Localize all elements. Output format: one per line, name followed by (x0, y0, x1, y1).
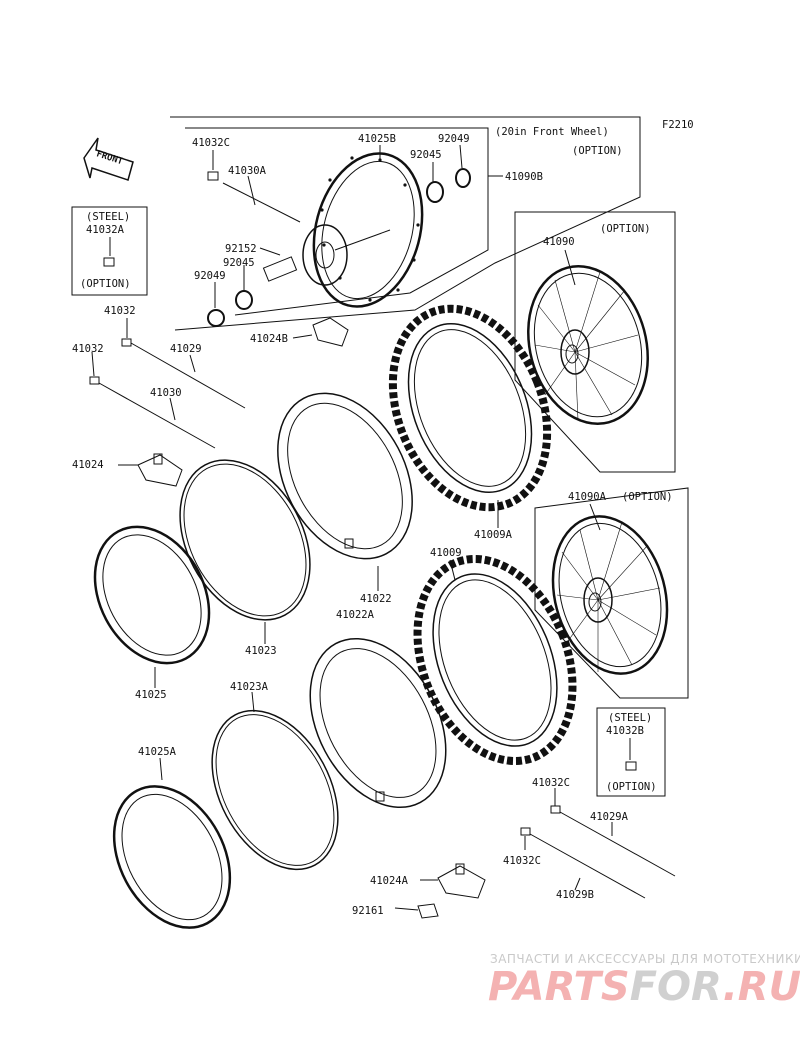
tube-41022-icon (277, 392, 413, 560)
part-label: 41024A (370, 875, 409, 887)
option-41090-part: 41090 (543, 236, 575, 248)
rim-band-41023-icon (179, 459, 311, 621)
tire-41009-icon (413, 554, 577, 766)
watermark: ЗАПЧАСТИ И АКСЕССУАРЫ ДЛЯ МОТОТЕХНИКИ PA… (488, 952, 800, 1010)
part-label: 41023 (245, 645, 277, 657)
part-label: 41032C (192, 137, 230, 149)
watermark-brand-b: FOR (630, 964, 723, 1010)
tire-41009a-icon (388, 304, 552, 512)
nipple-icon (103, 257, 115, 267)
steel-right-box: (STEEL) 41032B (OPTION) (596, 707, 666, 797)
group-20in-line1: (20in Front Wheel) (495, 126, 609, 138)
rim-lock-41024-icon (137, 453, 183, 487)
part-label: 41023A (230, 681, 269, 693)
option-41090a-part: 41090A (568, 491, 607, 503)
part-label: 41022A (336, 609, 375, 621)
part-label: 41032C (532, 777, 570, 789)
part-label: 41029A (590, 811, 629, 823)
part-label: 41032 (72, 343, 104, 355)
part-label: 92049 (438, 133, 470, 145)
rim-41025-icon (93, 525, 211, 665)
spoked-wheel-41090-icon (527, 265, 649, 425)
rim-lock-41024a-icon (437, 863, 486, 899)
part-label: 41030A (228, 165, 267, 177)
part-label: 41029B (556, 889, 594, 901)
part-label: 92161 (352, 905, 384, 917)
watermark-brand-a: PARTS (488, 964, 630, 1010)
part-label: 41025A (138, 746, 177, 758)
steel-left-title: (STEEL) (86, 211, 130, 223)
leader-lines (91, 144, 613, 911)
option-41090a-box: 41090A (OPTION) (534, 487, 689, 699)
part-label: 41029 (170, 343, 202, 355)
watermark-tagline: ЗАПЧАСТИ И АКСЕССУАРЫ ДЛЯ МОТОТЕХНИКИ (490, 952, 800, 966)
nipple-icon (625, 761, 637, 771)
group-20in-line2: (OPTION) (572, 145, 623, 157)
watermark-brand-c: .RU (723, 964, 800, 1010)
rim-41025a-icon (112, 785, 232, 929)
steel-left-part: 41032A (86, 224, 125, 236)
pad-92161-icon (417, 903, 439, 919)
figure-code: F2210 (662, 119, 694, 131)
part-label: 41022 (360, 593, 392, 605)
front-arrow-label: FRONT (95, 149, 124, 167)
part-label: 41009 (430, 547, 462, 559)
steel-left-option: (OPTION) (80, 278, 131, 290)
tube-41022a-icon (309, 637, 447, 809)
part-label: 92152 (225, 243, 257, 255)
steel-left-box: (STEEL) 41032A (OPTION) (71, 206, 148, 296)
spokes-left-icon (89, 338, 246, 449)
steel-right-option: (OPTION) (606, 781, 657, 793)
part-label: 41030 (150, 387, 182, 399)
part-label: 92049 (194, 270, 226, 282)
part-label: 92045 (410, 149, 442, 161)
option-41090-option: (OPTION) (600, 223, 651, 235)
option-41090a-option: (OPTION) (622, 491, 673, 503)
steel-right-title: (STEEL) (608, 712, 652, 724)
part-label: 41032 (104, 305, 136, 317)
part-label: 92045 (223, 257, 255, 269)
part-label: 41025B (358, 133, 396, 145)
option-41090-box: (OPTION) 41090 (514, 211, 676, 473)
part-label: 41032C (503, 855, 541, 867)
part-label: 41025 (135, 689, 167, 701)
part-label: 41090B (505, 171, 543, 183)
steel-right-part: 41032B (606, 725, 644, 737)
hub-assembly-20in-icon (207, 152, 471, 347)
spoked-wheel-41090a-icon (551, 515, 669, 675)
part-label: 41024 (72, 459, 104, 471)
watermark-logo: PARTSFOR.RU (488, 964, 800, 1010)
part-label: 41009A (474, 529, 513, 541)
rim-band-41023a-icon (211, 709, 339, 871)
option-20in-bracket (170, 116, 641, 331)
part-label: 41024B (250, 333, 288, 345)
front-arrow-icon: FRONT (83, 137, 134, 181)
